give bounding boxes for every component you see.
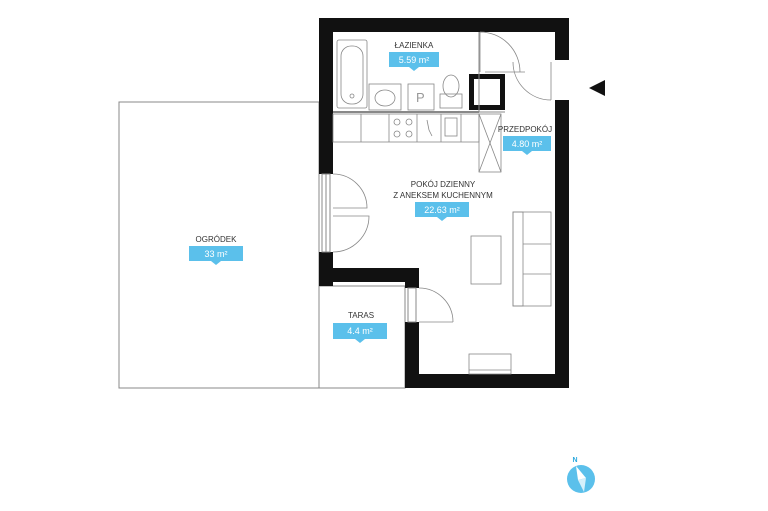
- compass-label: N: [572, 457, 577, 464]
- room-area-ogrodek: 33 m²: [204, 249, 227, 259]
- room-przedpokoj: PRZEDPOKÓJ 4.80 m²: [498, 125, 552, 155]
- bathtub: [336, 39, 368, 109]
- door-arcs: [332, 31, 552, 323]
- room-name-lazienka: ŁAZIENKA: [395, 41, 434, 50]
- living-furniture: [468, 211, 552, 375]
- room-name-pokoj-line2: Z ANEKSEM KUCHENNYM: [393, 191, 493, 200]
- room-taras: TARAS 4.4 m²: [333, 311, 387, 343]
- entrance-arrow: [589, 80, 605, 96]
- tv-cabinet: [468, 353, 512, 375]
- sofa: [512, 211, 552, 307]
- toilet-bowl: [442, 74, 460, 98]
- room-area-pokoj: 22.63 m²: [424, 205, 460, 215]
- garden-outline: [118, 101, 320, 389]
- room-ogrodek: OGRÓDEK 33 m²: [189, 235, 243, 265]
- room-name-ogrodek: OGRÓDEK: [196, 235, 238, 244]
- wall-right-upper: [555, 18, 569, 60]
- kitchen-sink: [444, 117, 458, 137]
- toilet-tank: [439, 93, 463, 109]
- wall-inner-left-lower: [405, 322, 419, 388]
- chimney-inner: [474, 79, 500, 105]
- door-terrace: [418, 287, 454, 323]
- wall-left-upper: [319, 18, 333, 174]
- room-name-przedpokoj: PRZEDPOKÓJ: [498, 125, 552, 134]
- sink: [374, 89, 396, 107]
- door-window-left: [332, 173, 370, 253]
- wall-bottom: [405, 374, 569, 388]
- svg-text:P: P: [416, 90, 425, 105]
- room-area-przedpokoj: 4.80 m²: [512, 139, 543, 149]
- room-area-taras: 4.4 m²: [347, 326, 373, 336]
- entrance-gap: [555, 60, 569, 100]
- room-area-lazienka: 5.59 m²: [399, 55, 430, 65]
- door-bath: [479, 31, 521, 73]
- room-name-taras: TARAS: [348, 311, 374, 320]
- washing-machine: [407, 83, 435, 111]
- kitchen-counter: [332, 113, 480, 143]
- wardrobe: [478, 113, 502, 173]
- room-name-pokoj-line1: POKÓJ DZIENNY: [411, 180, 476, 189]
- wall-top: [319, 18, 569, 32]
- wall-inner-left-upper: [405, 268, 419, 288]
- compass: N: [567, 457, 595, 493]
- room-pokoj: POKÓJ DZIENNY Z ANEKSEM KUCHENNYM 22.63 …: [393, 180, 493, 221]
- wall-right-lower: [555, 100, 569, 388]
- bathroom-fixtures: P: [336, 39, 463, 111]
- room-lazienka: ŁAZIENKA 5.59 m²: [389, 41, 439, 71]
- coffee-table: [470, 235, 502, 285]
- window-terrace: [407, 287, 417, 323]
- hob: [393, 118, 401, 126]
- sink-cabinet: [368, 83, 402, 111]
- door-entrance: [512, 61, 552, 101]
- wall-step: [319, 268, 419, 282]
